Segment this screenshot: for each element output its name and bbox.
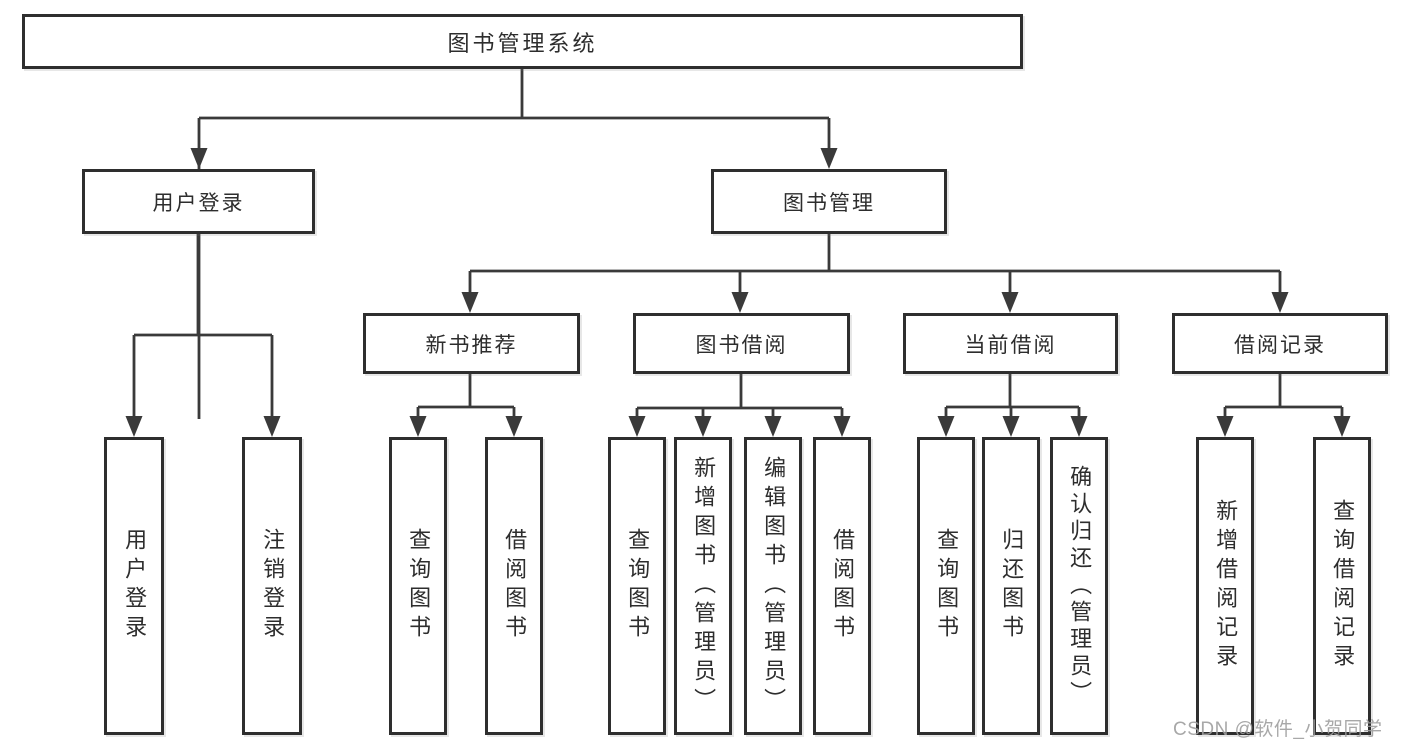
node-label: 图书借阅: [695, 333, 788, 357]
leaf-newbook-query-books: 查询图书: [389, 437, 447, 735]
node-label: 查询图书: [406, 528, 432, 644]
leaf-current-return-books: 归还图书: [982, 437, 1040, 735]
node-user-login: 用户登录: [82, 169, 315, 234]
leaf-newbook-borrow-books: 借阅图书: [485, 437, 543, 735]
node-label: 查询图书: [934, 528, 960, 644]
node-label: 图书管理系统: [447, 30, 598, 56]
leaf-borrow-edit-books-admin: 编辑图书（管理员）: [744, 437, 802, 735]
node-new-book-recommend: 新书推荐: [363, 313, 580, 374]
node-label: 确认归还（管理员）: [1067, 464, 1093, 708]
leaf-records-query-record: 查询借阅记录: [1313, 437, 1371, 735]
node-label: 新增图书（管理员）: [691, 455, 717, 717]
node-label: 借阅图书: [830, 528, 856, 644]
leaf-borrow-borrow-books: 借阅图书: [813, 437, 871, 735]
node-label: 注销登录: [260, 528, 286, 644]
node-label: 编辑图书（管理员）: [761, 455, 787, 717]
leaf-user-login: 用户登录: [104, 437, 164, 735]
node-label: 新书推荐: [425, 333, 518, 357]
node-label: 新增借阅记录: [1213, 499, 1239, 673]
node-label: 查询借阅记录: [1330, 499, 1356, 673]
node-library-system-root: 图书管理系统: [22, 14, 1023, 69]
node-book-management: 图书管理: [711, 169, 947, 234]
leaf-records-add-record: 新增借阅记录: [1196, 437, 1254, 735]
node-label: 查询图书: [625, 528, 651, 644]
node-label: 用户登录: [152, 191, 245, 215]
arrowheads: [125, 148, 1351, 437]
node-current-borrow: 当前借阅: [903, 313, 1118, 374]
node-borrow-records: 借阅记录: [1172, 313, 1388, 374]
node-book-borrow: 图书借阅: [633, 313, 850, 374]
node-label: 用户登录: [122, 528, 148, 644]
leaf-current-query-books: 查询图书: [917, 437, 975, 735]
leaf-current-confirm-return-admin: 确认归还（管理员）: [1050, 437, 1108, 735]
node-label: 归还图书: [999, 528, 1025, 644]
node-label: 图书管理: [783, 191, 875, 215]
node-label: 借阅记录: [1234, 333, 1326, 357]
leaf-logout: 注销登录: [242, 437, 302, 735]
leaf-borrow-add-books-admin: 新增图书（管理员）: [674, 437, 732, 735]
leaf-borrow-query-books: 查询图书: [608, 437, 666, 735]
csdn-watermark: CSDN @软件_小贺同学: [1173, 719, 1383, 740]
node-label: 当前借阅: [964, 333, 1057, 357]
node-label: 借阅图书: [502, 528, 528, 644]
